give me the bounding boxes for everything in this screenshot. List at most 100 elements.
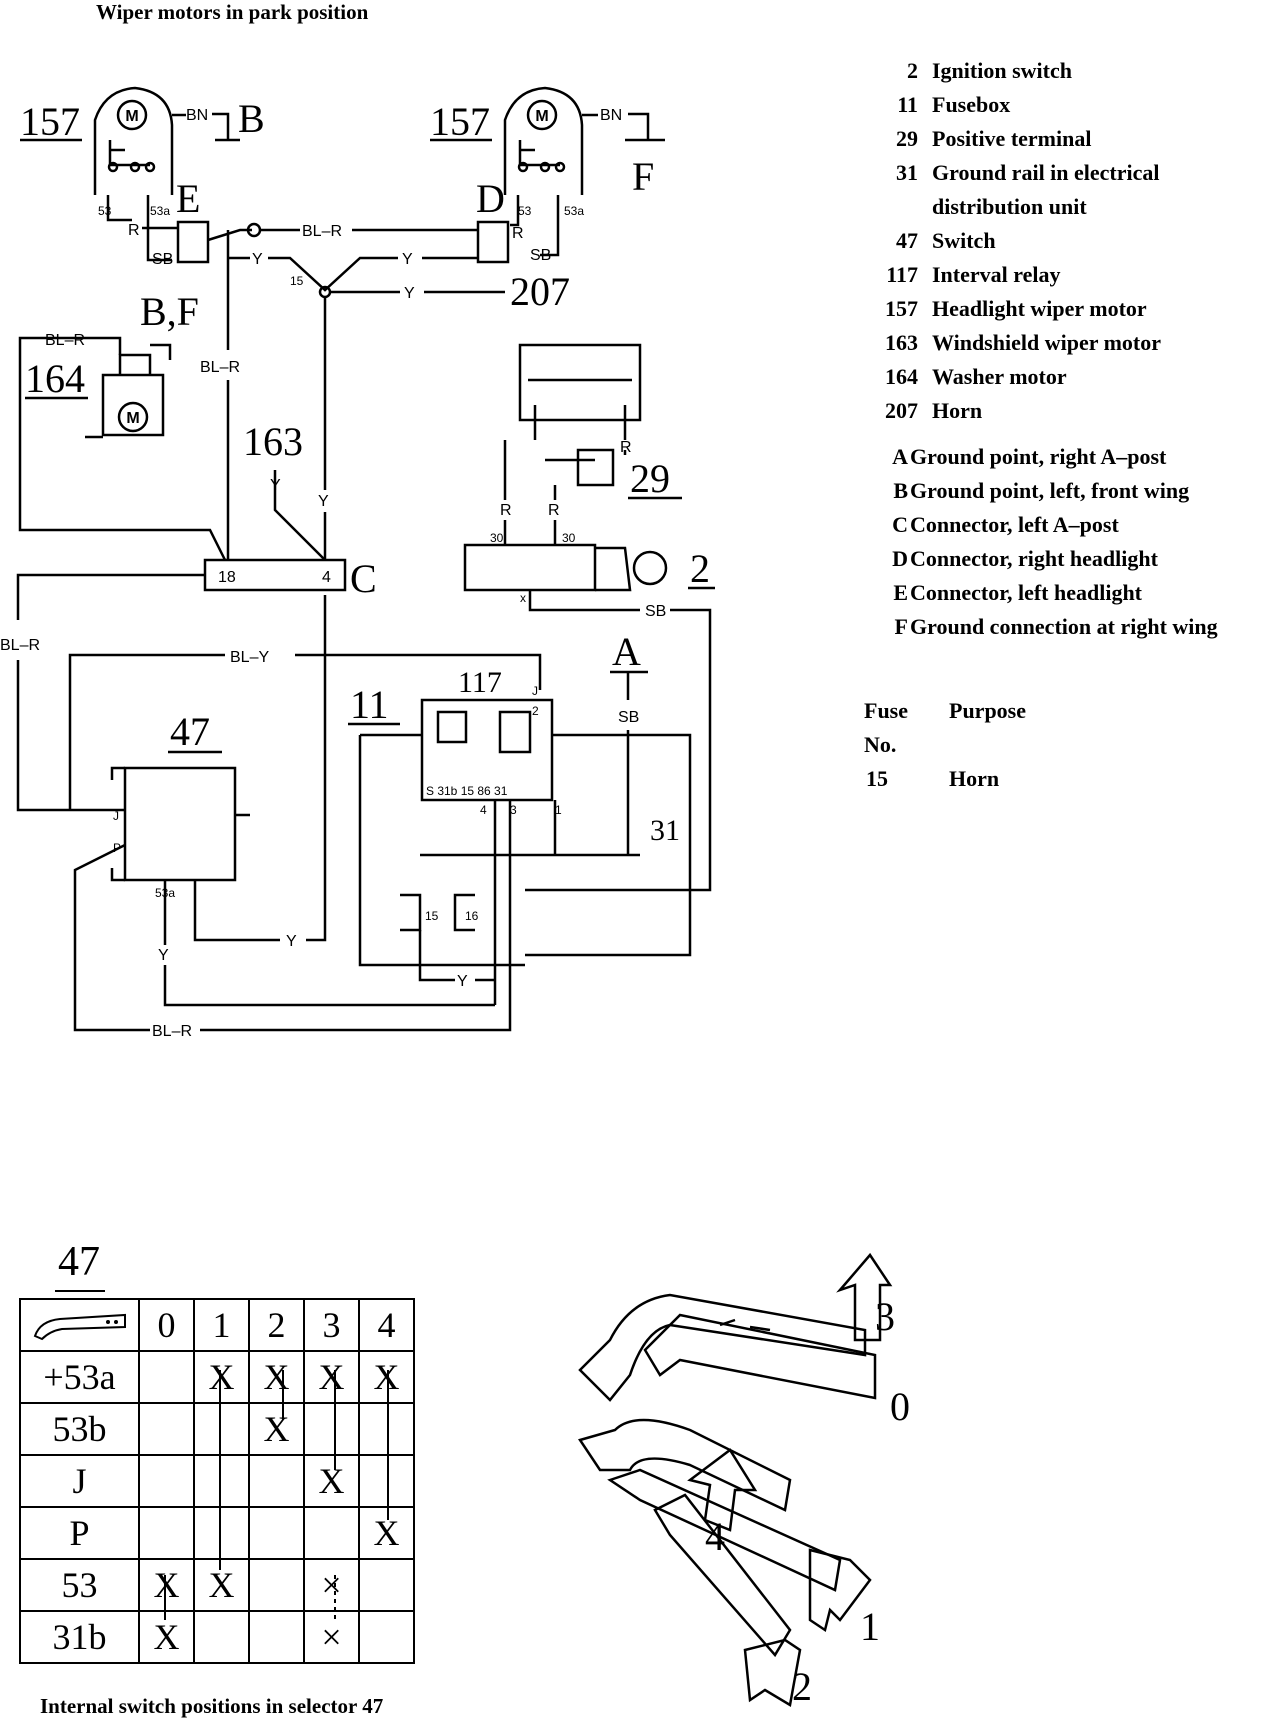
- svg-text:R: R: [548, 502, 560, 519]
- label-BF: B,F: [140, 289, 199, 334]
- mark-cell: [138, 1454, 195, 1508]
- position-label-3: 3: [875, 1294, 895, 1339]
- svg-text:3: 3: [510, 803, 517, 817]
- position-label-0: 0: [890, 1384, 910, 1429]
- mark-cell: X: [248, 1402, 305, 1456]
- table-row: 53b X: [19, 1402, 415, 1456]
- mark-cell: X: [138, 1610, 195, 1664]
- mark-cell: ×: [303, 1610, 360, 1664]
- svg-text:Y: Y: [404, 285, 415, 302]
- mark-cell: [193, 1454, 250, 1508]
- mark-cell: X: [303, 1350, 360, 1404]
- svg-text:53a: 53a: [564, 204, 584, 218]
- svg-text:15: 15: [290, 274, 304, 288]
- svg-text:30: 30: [490, 531, 504, 545]
- mark-cell: [138, 1506, 195, 1560]
- fuse-col-header: Fuse: [864, 698, 908, 723]
- fuse-number: 15: [866, 766, 888, 791]
- svg-text:BL–R: BL–R: [152, 1023, 192, 1040]
- label-A: A: [612, 629, 641, 674]
- mark-cell: X: [193, 1558, 250, 1612]
- table-row: +53a X X X X: [19, 1350, 415, 1404]
- svg-text:M: M: [535, 108, 548, 125]
- label-E: E: [176, 176, 200, 221]
- connector-D: [476, 220, 510, 264]
- contact-bridges: [164, 1370, 389, 1620]
- terminal-label: +53a: [19, 1350, 140, 1404]
- mark-cell: ×: [303, 1558, 360, 1612]
- label-163: 163: [243, 419, 303, 464]
- svg-text:BL–R: BL–R: [200, 359, 240, 376]
- label-31: 31: [650, 814, 680, 847]
- svg-text:53a: 53a: [150, 204, 170, 218]
- switch-table-label: 47: [58, 1239, 100, 1285]
- table-row: P X: [19, 1506, 415, 1560]
- mark-cell: [358, 1402, 415, 1456]
- svg-text:BN: BN: [186, 107, 208, 124]
- label-207: 207: [510, 269, 570, 314]
- lever-positions-illustration: 3 0 4 1 2: [578, 1252, 910, 1709]
- label-47: 47: [170, 709, 210, 754]
- mark-cell: [358, 1454, 415, 1508]
- interval-relay: [420, 698, 554, 802]
- label-157-left: 157: [20, 99, 80, 144]
- terminal-label: P: [19, 1506, 140, 1560]
- battery: [518, 343, 642, 422]
- label-C: C: [350, 556, 377, 601]
- label-117: 117: [458, 666, 502, 699]
- mark-cell: [193, 1610, 250, 1664]
- table-row: 53 X X ×: [19, 1558, 415, 1612]
- terminal-label: 53: [19, 1558, 140, 1612]
- mark-cell: [248, 1506, 305, 1560]
- svg-text:4: 4: [322, 569, 331, 586]
- mark-cell: X: [193, 1350, 250, 1404]
- svg-text:R: R: [500, 502, 512, 519]
- table-row: J X: [19, 1454, 415, 1508]
- switch-position-table: 0 1 2 3 4 +53a X X X X 53b X J X P X 53: [19, 1298, 415, 1664]
- label-157-right: 157: [430, 99, 490, 144]
- svg-text:15: 15: [425, 909, 439, 923]
- svg-text:Y: Y: [318, 493, 329, 510]
- svg-text:4: 4: [480, 803, 487, 817]
- svg-text:J: J: [113, 809, 119, 823]
- mark-cell: [248, 1558, 305, 1612]
- svg-text:Y: Y: [270, 477, 281, 494]
- fuse-purpose: Horn: [949, 766, 1000, 791]
- lever-icon: [33, 1313, 126, 1340]
- mark-cell: [358, 1610, 415, 1664]
- position-header: 2: [248, 1298, 305, 1352]
- position-header: 1: [193, 1298, 250, 1352]
- svg-text:BL–R: BL–R: [45, 332, 85, 349]
- position-label-1: 1: [860, 1604, 880, 1649]
- label-D: D: [476, 176, 505, 221]
- wiring-diagram: M 157 BN B 53 53a R SB E BL–R M 157 BN F…: [0, 86, 715, 1040]
- svg-text:SB: SB: [645, 603, 666, 620]
- mark-cell: X: [248, 1350, 305, 1404]
- svg-text:18: 18: [218, 569, 236, 586]
- svg-text:Y: Y: [402, 251, 413, 268]
- svg-text:R: R: [512, 225, 524, 242]
- table-row: 31b X ×: [19, 1610, 415, 1664]
- purpose-col-header: Purpose: [949, 698, 1026, 723]
- svg-text:BL–R: BL–R: [302, 223, 342, 240]
- svg-text:53: 53: [98, 204, 112, 218]
- mark-cell: [193, 1506, 250, 1560]
- label-B: B: [238, 96, 265, 141]
- svg-text:SB: SB: [152, 251, 173, 268]
- svg-text:53: 53: [518, 204, 532, 218]
- terminal-label: 53b: [19, 1402, 140, 1456]
- svg-text:Y: Y: [457, 973, 468, 990]
- label-11: 11: [350, 682, 389, 727]
- mark-cell: [138, 1350, 195, 1404]
- lever-icon-cell: [19, 1298, 140, 1352]
- mark-cell: [303, 1506, 360, 1560]
- terminal-label: J: [19, 1454, 140, 1508]
- svg-text:30: 30: [562, 531, 576, 545]
- terminal-label: 31b: [19, 1610, 140, 1664]
- position-header: 3: [303, 1298, 360, 1352]
- ignition-switch: [463, 543, 597, 592]
- svg-text:M: M: [125, 108, 138, 125]
- headlight-wiper-motor-left: M: [93, 86, 186, 262]
- svg-text:S 31b 15 86 31: S 31b 15 86 31: [426, 784, 508, 798]
- svg-text:BN: BN: [600, 107, 622, 124]
